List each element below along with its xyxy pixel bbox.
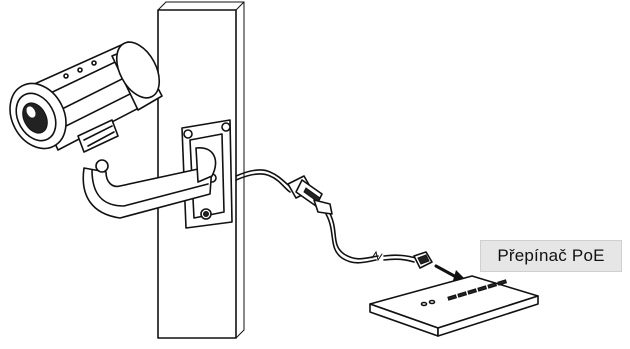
bullet-camera-icon bbox=[0, 35, 168, 158]
network-cable bbox=[236, 170, 416, 263]
switch-label: Přepínač PoE bbox=[480, 240, 622, 272]
poe-switch-icon bbox=[370, 276, 538, 336]
rj45-plug bbox=[414, 252, 432, 268]
